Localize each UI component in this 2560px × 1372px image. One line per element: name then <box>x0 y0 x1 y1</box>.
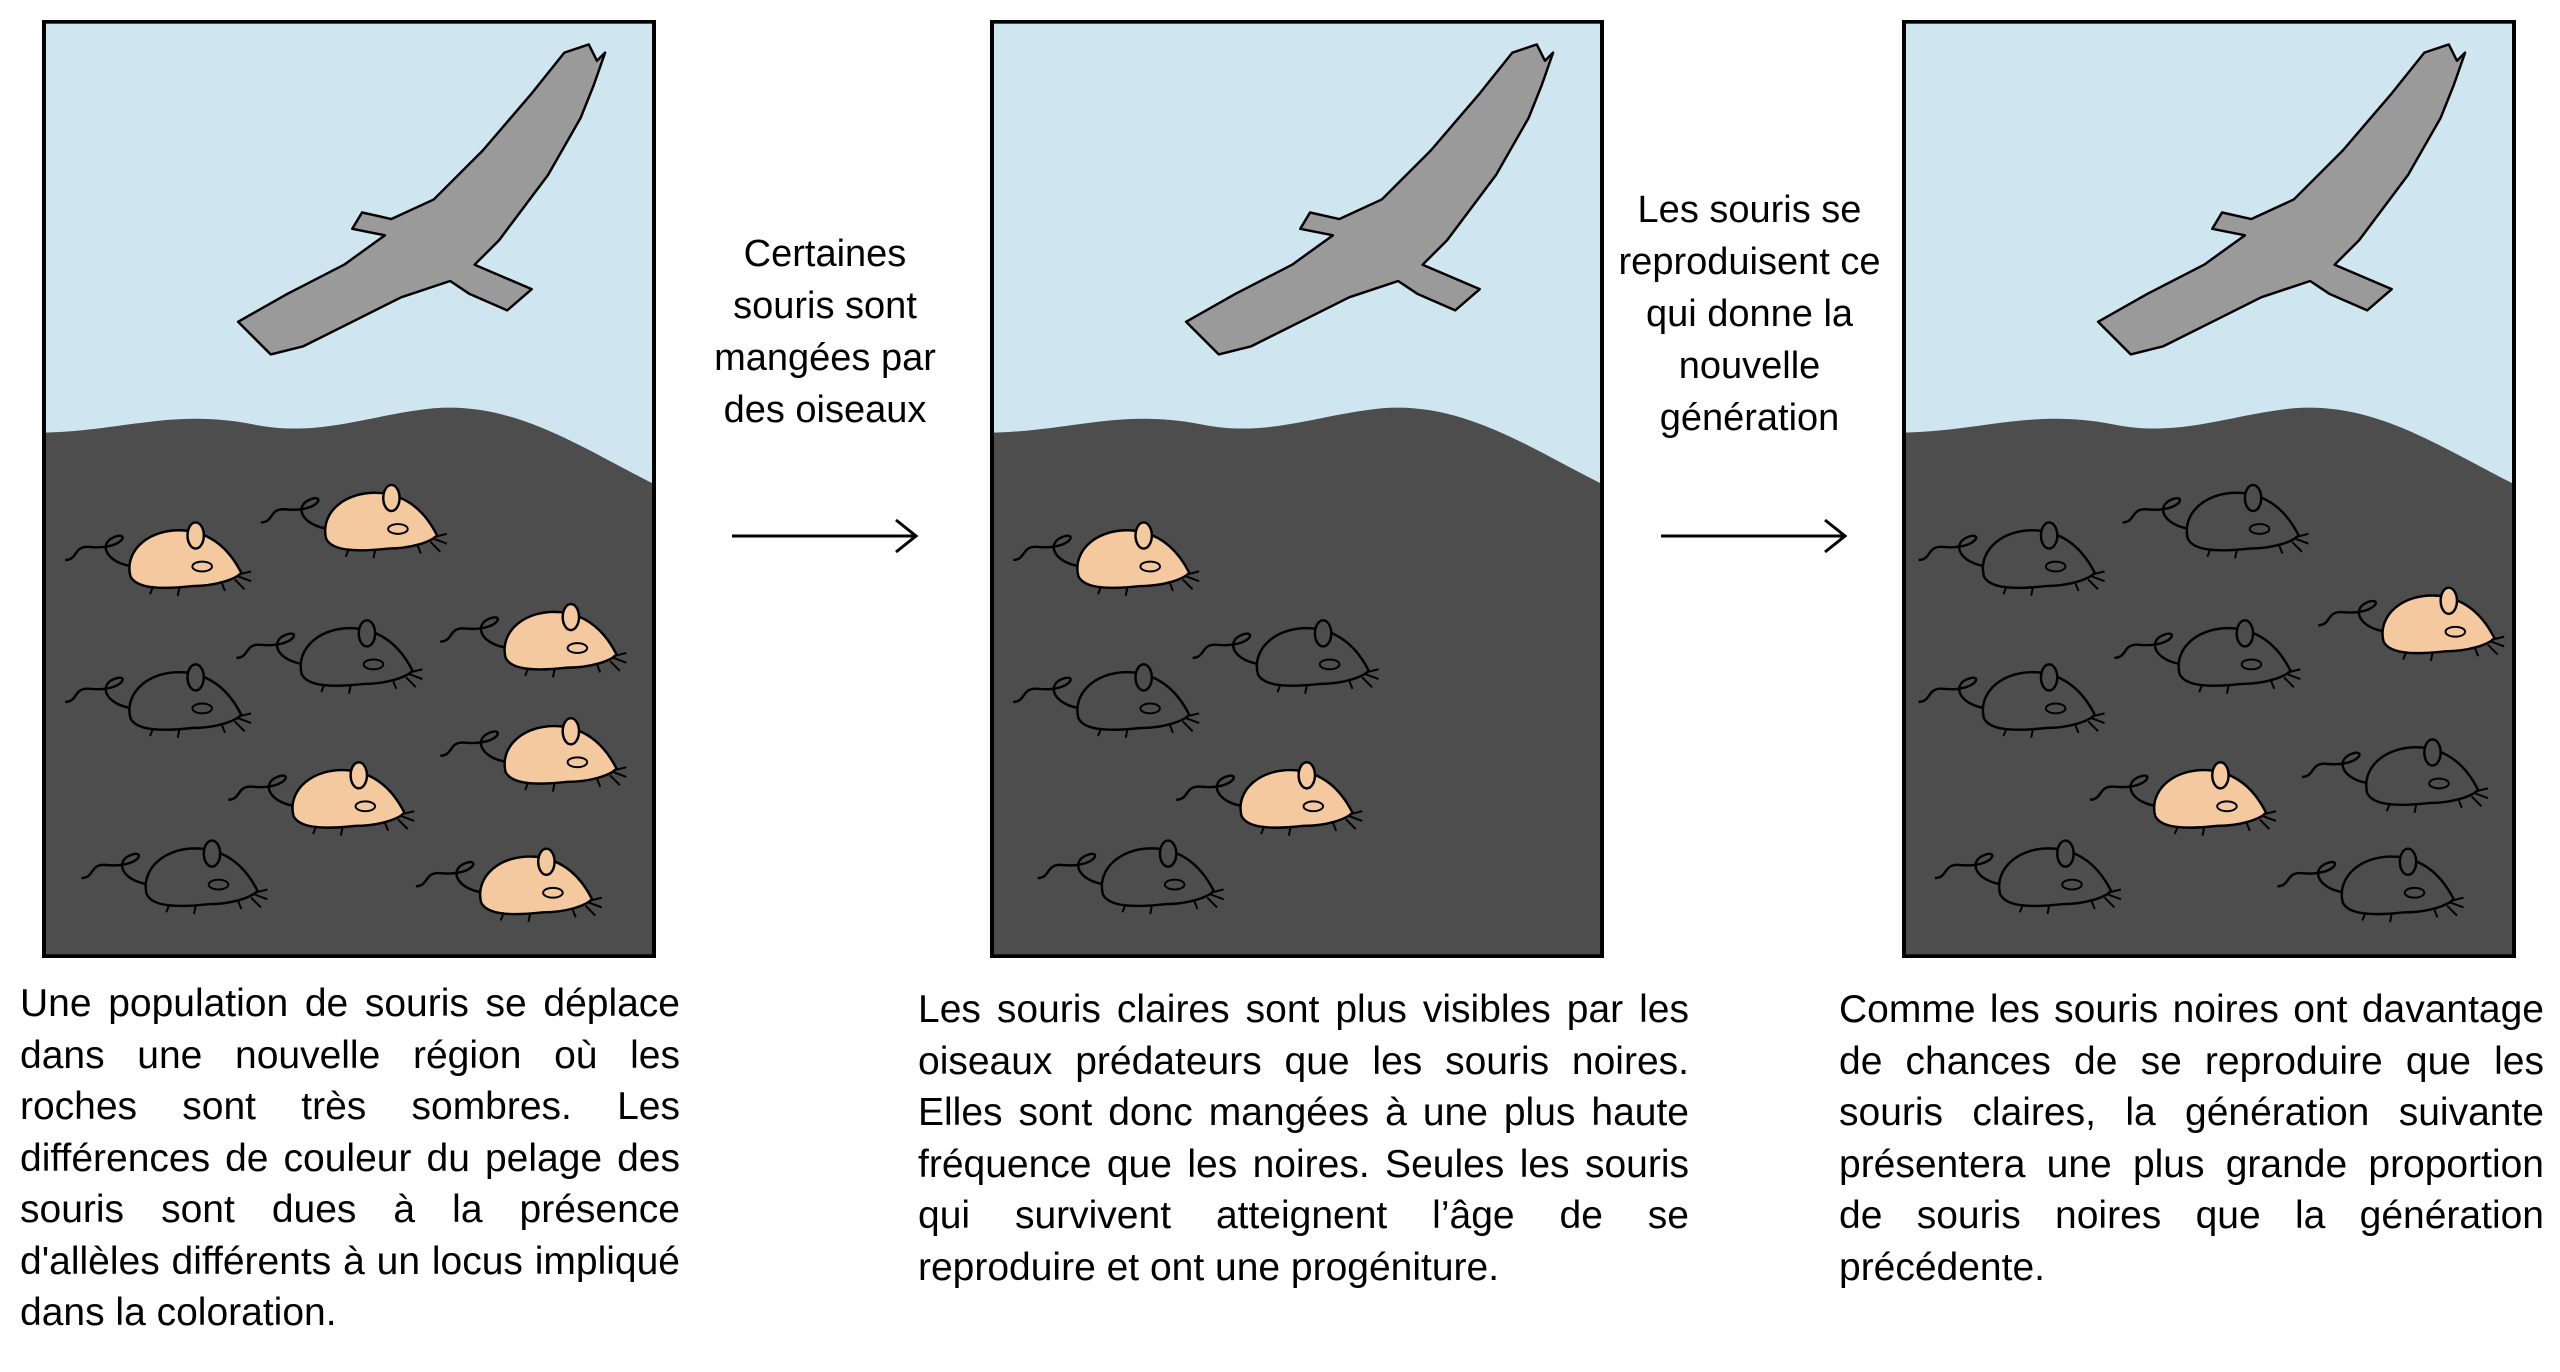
arrow-right-icon <box>1661 518 1848 554</box>
light-mouse-icon <box>228 761 415 836</box>
hawk-icon <box>1184 43 1555 356</box>
hawk-icon <box>2096 43 2467 356</box>
light-mouse-icon <box>440 716 627 792</box>
scene-2 <box>990 20 1604 958</box>
dark-mouse-icon <box>65 663 252 738</box>
dark-mouse-icon <box>1192 619 1379 694</box>
panel-initial-population <box>42 20 656 958</box>
light-mouse-icon <box>2318 586 2505 662</box>
caption-predation: Les souris claires sont plus visibles pa… <box>918 988 1689 1289</box>
dark-mouse-icon <box>2114 619 2301 694</box>
dark-mouse-icon <box>2122 483 2309 559</box>
light-mouse-icon <box>1176 761 1363 836</box>
dark-mouse-icon <box>1918 521 2105 597</box>
transition-label-2: Les souris se reproduisent ce qui donne … <box>1618 189 1881 439</box>
panel-next-generation <box>1902 20 2516 958</box>
dark-mouse-icon <box>2277 847 2464 923</box>
light-mouse-icon <box>440 602 627 678</box>
arrow-right-icon <box>732 518 919 554</box>
light-mouse-icon <box>1013 521 1200 597</box>
dark-mouse-icon <box>1918 663 2105 738</box>
dark-mouse-icon <box>1013 663 1200 738</box>
transition-label-1: Certaines souris sont mangées par des oi… <box>714 233 936 431</box>
dark-mouse-icon <box>81 839 268 915</box>
light-mouse-icon <box>260 483 448 559</box>
panel-predation <box>990 20 1604 958</box>
scene-3 <box>1902 20 2516 958</box>
dark-mouse-icon <box>2301 738 2489 814</box>
light-mouse-icon <box>65 521 252 597</box>
dark-mouse-icon <box>236 619 423 694</box>
hawk-icon <box>236 43 607 356</box>
light-mouse-icon <box>415 847 603 923</box>
light-mouse-icon <box>2089 761 2277 836</box>
scene-1 <box>42 20 656 958</box>
dark-mouse-icon <box>1037 839 1224 915</box>
caption-initial-population: Une population de souris se déplace dans… <box>20 982 680 1334</box>
dark-mouse-icon <box>1934 839 2122 915</box>
caption-next-generation: Comme les souris noires ont davantage de… <box>1839 988 2544 1289</box>
